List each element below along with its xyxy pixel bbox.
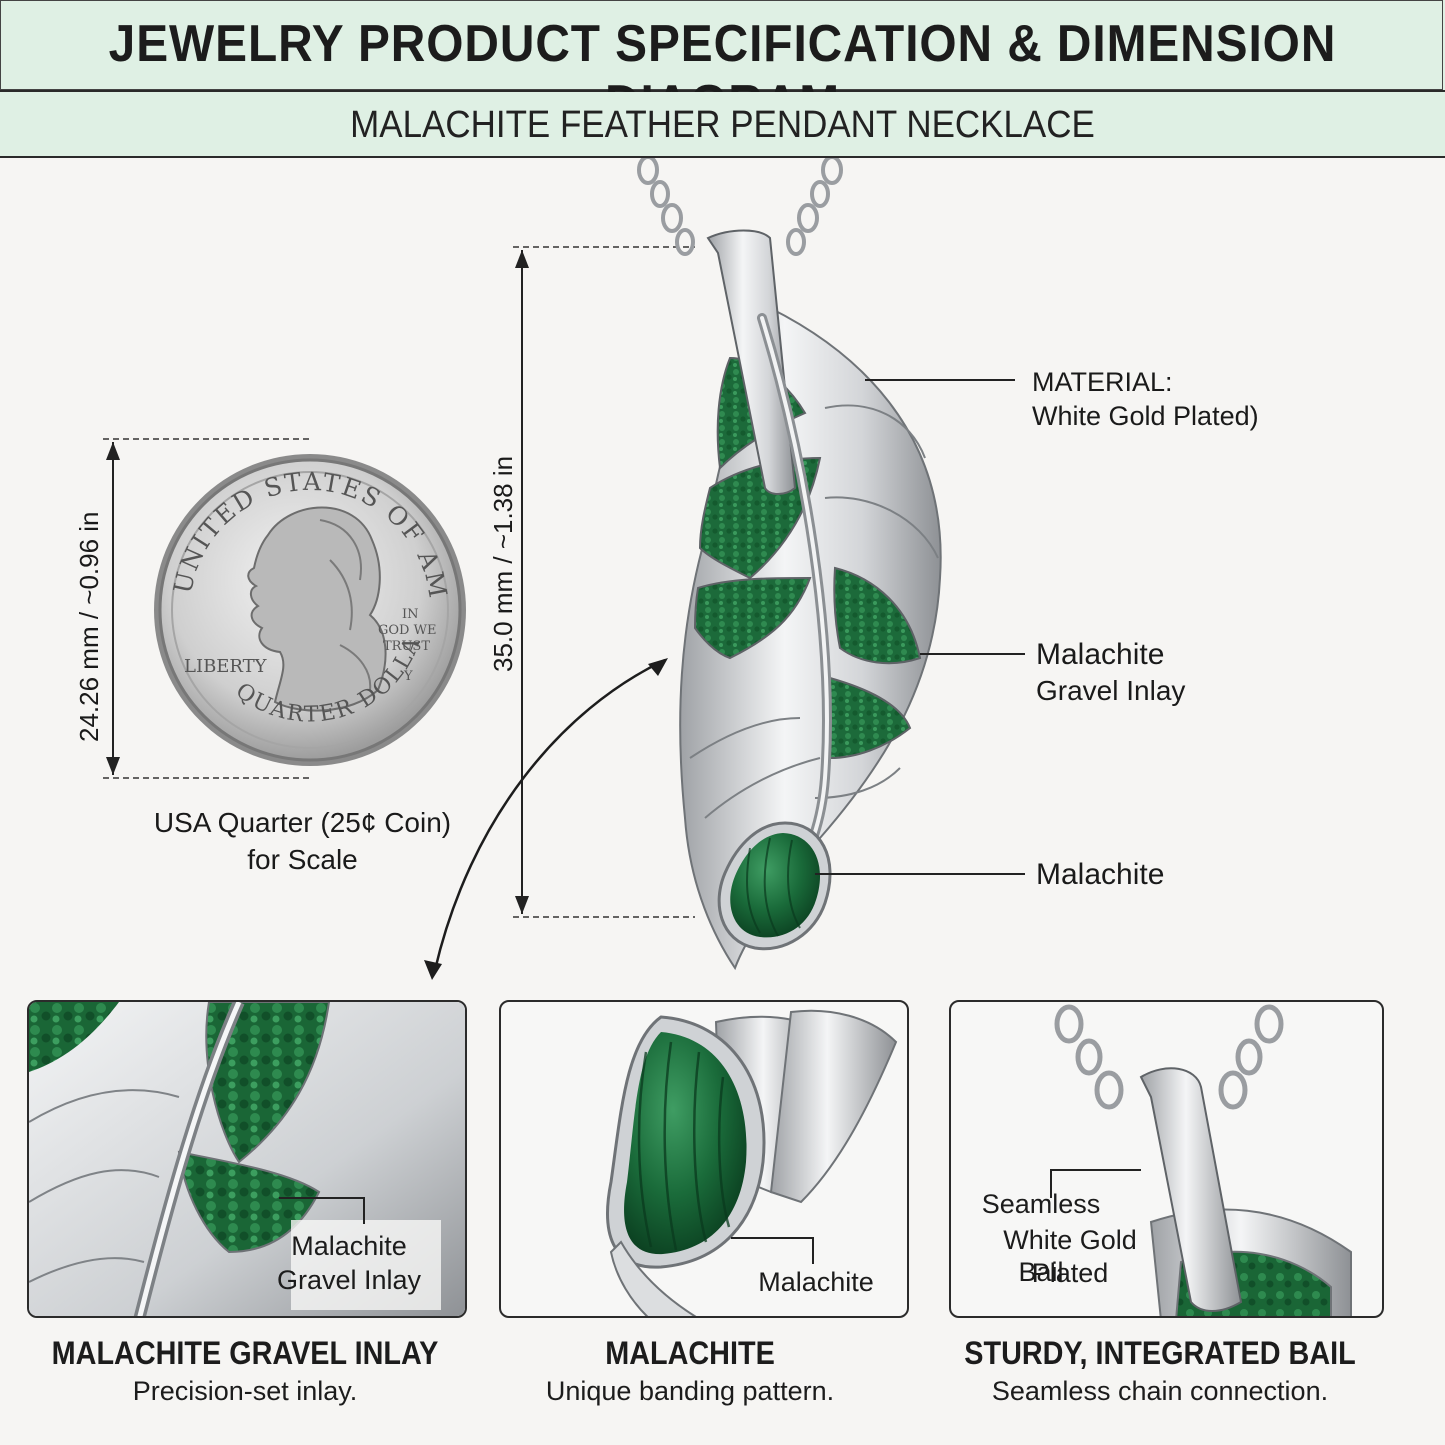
pendant-dimension-label: 35.0 mm / ~1.38 in [488, 455, 518, 672]
callout-gravel-line-2: Gravel Inlay [1036, 675, 1186, 706]
detail-panel-malachite: Malachite [499, 1000, 909, 1318]
coin-mint: Y [403, 669, 413, 684]
pendant-dimension-lines [513, 246, 695, 918]
gravel-inlay-closeup [29, 1002, 465, 1316]
coin-dimension-label: 24.26 mm / ~0.96 in [74, 511, 104, 742]
coin-dimension-lines [103, 438, 310, 779]
coin-motto-3: TRUST [383, 639, 430, 654]
coin-caption-line-1: USA Quarter (25¢ Coin) [153, 807, 452, 838]
caption-bail-subtitle: Seamless chain connection. [991, 1376, 1329, 1406]
panel-bail-label-3: Bail [1018, 1257, 1064, 1287]
title-band [0, 0, 1445, 92]
coin-caption-line-2: for Scale [247, 844, 358, 875]
coin-liberty: LIBERTY [184, 656, 268, 677]
caption-malachite-title: MALACHITE [605, 1335, 775, 1371]
panel-gravel-label-2: Gravel Inlay [276, 1265, 422, 1295]
caption-gravel-subtitle: Precision-set inlay. [132, 1376, 358, 1406]
malachite-stone-closeup [606, 1009, 898, 1316]
callout-material-value: White Gold Plated) [1032, 401, 1259, 431]
page-subtitle: MALACHITE FEATHER PENDANT NECKLACE [350, 104, 1095, 146]
panel-bail-label-1: Seamless [981, 1189, 1101, 1219]
bail-closeup [1050, 1004, 1352, 1316]
detail-arrow [424, 658, 668, 980]
coin-motto-1: IN [402, 607, 419, 622]
caption-gravel-title: MALACHITE GRAVEL INLAY [51, 1335, 439, 1371]
callout-gravel-line-1: Malachite [1036, 638, 1165, 671]
panel-bail-label-2: White Gold Plated [1003, 1225, 1137, 1288]
subtitle-band [0, 92, 1445, 158]
quarter-coin-image: UNITED STATES OF AMERICA QUARTER DOLLAR … [150, 440, 466, 766]
callout-malachite: Malachite [1036, 858, 1165, 891]
callout-material-title: MATERIAL: [1032, 367, 1173, 397]
caption-malachite-subtitle: Unique banding pattern. [545, 1376, 835, 1406]
callout-lines [815, 379, 1025, 875]
panel-gravel-label-1: Malachite [291, 1231, 407, 1261]
detail-panel-gravel: Malachite Gravel Inlay [27, 1000, 467, 1318]
detail-panel-bail: Seamless White Gold Plated Bail [949, 1000, 1384, 1318]
coin-motto-2: GOD WE [378, 623, 436, 638]
caption-bail-title: STURDY, INTEGRATED BAIL [964, 1335, 1356, 1371]
panel-malachite-label: Malachite [758, 1267, 874, 1297]
feather-pendant-image [637, 158, 942, 971]
